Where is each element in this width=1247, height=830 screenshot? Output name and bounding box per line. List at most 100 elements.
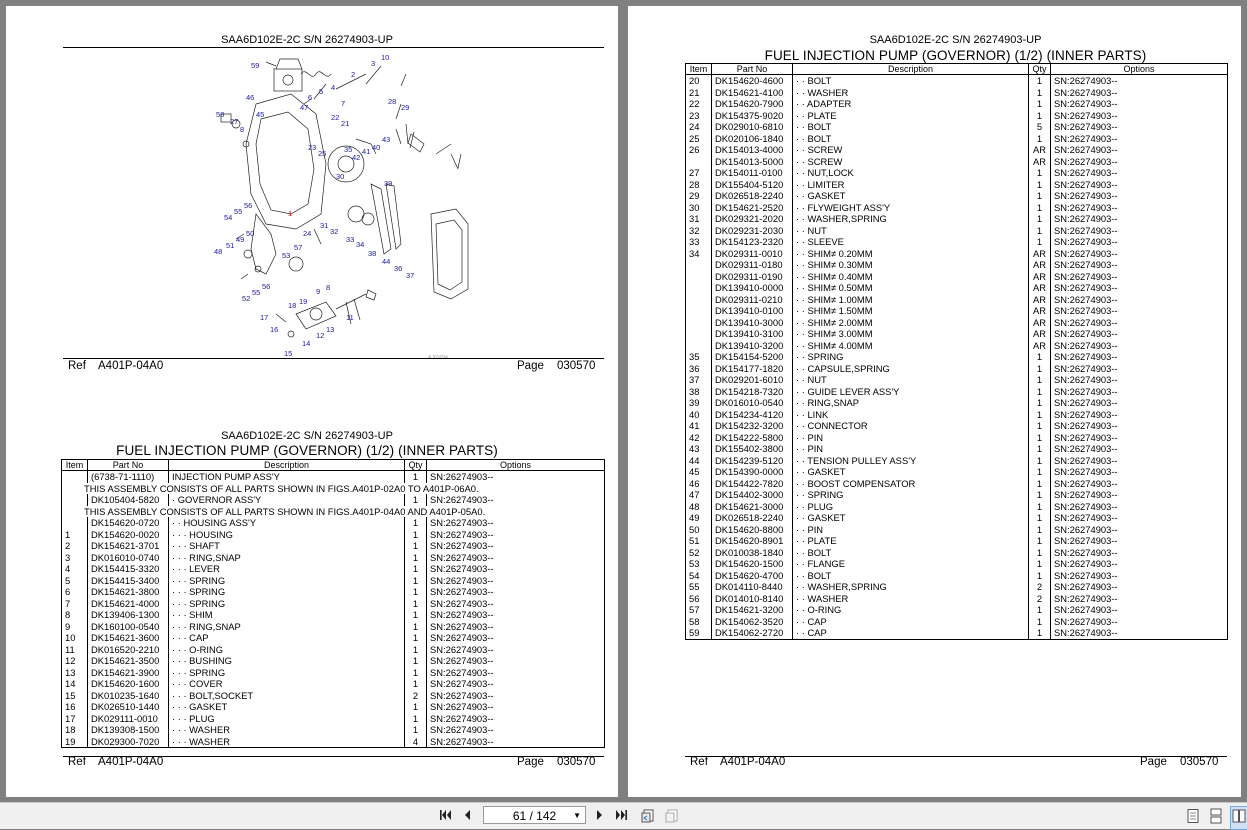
single-page-icon[interactable] [1186,808,1200,828]
cell-options: SN:26274903-- [426,655,605,667]
cell-options: SN:26274903-- [1050,247,1228,259]
cell-qty: 1 [1028,466,1051,478]
cell-part-no: DK154062-2720 [711,627,793,639]
cell-description: · · · SHAFT [168,540,405,552]
callout-14: 14 [302,339,310,348]
cell-qty: 1 [1028,236,1051,248]
cell-part-no: DK139410-3200 [711,339,793,351]
cell-item: 45 [689,466,700,477]
cell-item: 29 [689,190,700,201]
cell-qty: 1 [1028,178,1051,190]
right-page: SAA6D102E-2C S/N 26274903-UP FUEL INJECT… [628,6,1241,797]
callout-27: 27 [230,117,238,126]
cell-options: SN:26274903-- [1050,558,1228,570]
cell-item: 10 [65,632,76,643]
cell-item: 12 [65,655,76,666]
callout-16: 16 [270,325,278,334]
facing-pages-icon[interactable] [1230,806,1247,830]
cell-description: · · · SPRING [168,666,405,678]
cell-part-no: DK154621-4000 [87,597,169,609]
callout-49: 49 [236,235,244,244]
cell-description: · · WASHER,SPRING [792,213,1029,225]
cell-part-no: DK026518-2240 [711,190,793,202]
cell-qty: 1 [404,528,427,540]
col-description: Description [792,63,1029,75]
right-table-header: SAA6D102E-2C S/N 26274903-UP [869,34,1042,46]
callout-19: 19 [299,297,307,306]
cell-options: SN:26274903-- [1050,627,1228,639]
cell-qty: 1 [404,470,427,483]
cell-description: · · CAPSULE,SPRING [792,362,1029,374]
callout-51: 51 [226,241,234,250]
cell-qty: 1 [404,678,427,690]
cell-description: · · · O-RING [168,643,405,655]
go-forward-icon[interactable] [664,808,680,828]
cell-item: 17 [65,712,76,724]
cell-part-no: DK154620-8800 [711,523,793,535]
cell-qty: 1 [1028,627,1051,639]
cell-qty: 1 [1028,213,1051,225]
cell-part-no: DK105404-5820 [87,494,169,506]
cell-qty: 1 [404,701,427,713]
cell-description: · · SHIM≠ 3.00MM [792,328,1029,340]
cell-qty: 1 [404,620,427,632]
callout-9: 9 [316,287,320,296]
cell-item: 26 [689,144,700,155]
cell-item: 42 [689,431,700,443]
cell-part-no: DK014110-8440 [711,581,793,593]
first-page-icon[interactable] [439,808,453,826]
page-value: 030570 [1180,756,1219,768]
cell-options: SN:26274903-- [426,586,605,598]
assembly-note-row: THIS ASSEMBLY CONSISTS OF ALL PARTS SHOW… [62,506,605,518]
next-page-icon[interactable] [594,808,606,826]
cell-qty: 1 [1028,489,1051,501]
cell-part-no: DK155404-5120 [711,178,793,190]
cell-item: 39 [689,397,700,408]
cell-item: 7 [65,597,71,609]
cell-description: · · SHIM≠ 1.50MM [792,305,1029,317]
page-value: 030570 [557,360,596,372]
last-page-icon[interactable] [614,808,628,826]
cell-description: · · · HOUSING [168,528,405,540]
cell-part-no: DK154620-4600 [711,74,793,87]
left-table-header: SAA6D102E-2C S/N 26274903-UP [221,430,393,442]
page-number-select[interactable]: 61 / 142 ▼ [483,806,586,824]
prev-page-icon[interactable] [461,808,473,826]
cell-description: · · TENSION PULLEY ASS'Y [792,454,1029,466]
cell-item [686,340,712,352]
left-table-title: FUEL INJECTION PUMP (GOVERNOR) (1/2) (IN… [116,443,498,458]
cell-part-no: DK154222-5800 [711,431,793,443]
assembly-note: THIS ASSEMBLY CONSISTS OF ALL PARTS SHOW… [84,482,479,494]
callout-3: 3 [371,59,375,68]
cell-options: SN:26274903-- [426,574,605,586]
continuous-page-icon[interactable] [1209,808,1223,828]
cell-options: SN:26274903-- [426,689,605,701]
callout-58: 58 [216,110,224,119]
go-back-icon[interactable] [640,808,656,828]
cell-options: SN:26274903-- [1050,121,1228,133]
callout-48: 48 [214,247,222,256]
cell-part-no: DK016520-2210 [87,643,169,655]
cell-description: · · BOOST COMPENSATOR [792,477,1029,489]
cell-part-no: DK154011-0100 [711,167,793,179]
cell-item: 6 [65,586,71,597]
page-indicator: 61 / 142 [512,809,557,823]
cell-part-no: DK029111-0010 [87,712,169,724]
callout-30: 30 [336,172,344,181]
cell-description: · · GUIDE LEVER ASS'Y [792,385,1029,397]
callout-11: 11 [346,313,354,322]
cell-description: · · PIN [792,443,1029,455]
cell-description: · · NUT [792,224,1029,236]
ref-value: A401P-04A0 [720,756,786,768]
